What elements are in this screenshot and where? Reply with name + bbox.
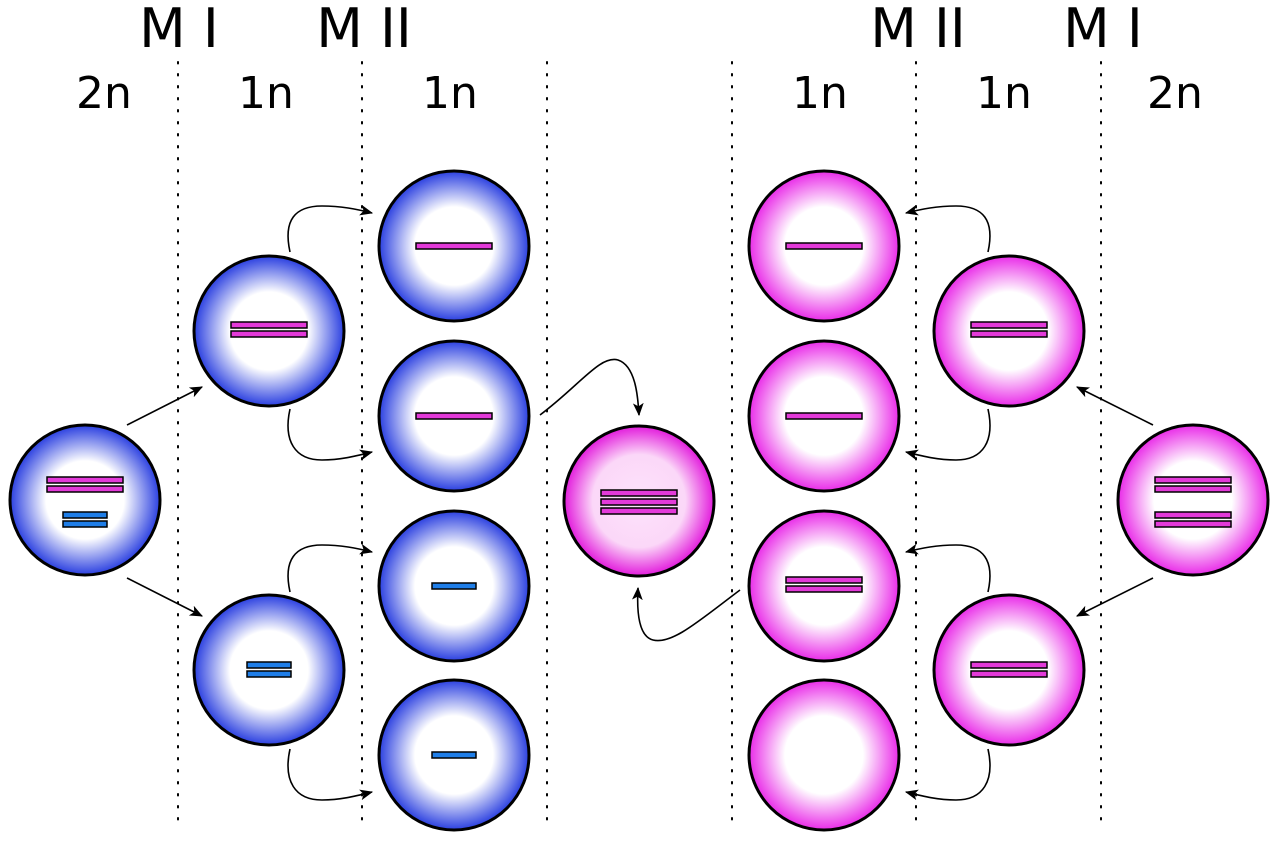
chromosome-pink: [785, 412, 863, 420]
phase-label-mii-left: M II: [316, 0, 412, 60]
phase-label-mii-right: M II: [870, 0, 966, 60]
column-guides: [177, 61, 1102, 831]
gamete-cell-blue: [377, 339, 531, 493]
ploidy-label-6: 2n: [1147, 68, 1203, 119]
chromosome-pink: [970, 661, 1048, 669]
gamete-cell-pink: [747, 678, 901, 832]
chromosome-pink: [230, 321, 308, 329]
chromosome-pink: [46, 485, 124, 493]
chromosome-pink: [970, 321, 1048, 329]
chromosome-blue: [62, 511, 108, 519]
chromosome-pink: [600, 507, 678, 515]
division-arrow: [904, 408, 991, 461]
ploidy-labels: 2n 1n 1n 1n 1n 2n: [76, 68, 1203, 119]
gamete-cell-pink: [747, 509, 901, 663]
gamete-cell-blue: [377, 678, 531, 832]
division-arrow: [287, 204, 374, 253]
chromosome-pink: [1154, 485, 1232, 493]
chromosome-pink: [970, 670, 1048, 678]
mi-cell-blue: [192, 254, 346, 408]
chromosome-pink: [46, 476, 124, 484]
chromosome-pink: [415, 412, 493, 420]
chromosome-pink: [1154, 511, 1232, 519]
division-arrow: [904, 543, 991, 593]
chromosome-pink: [415, 242, 493, 250]
fertilization-arrow: [539, 358, 644, 417]
phase-label-mi-left: M I: [139, 0, 219, 60]
phase-label-mi-right: M I: [1063, 0, 1143, 60]
zygote-cell: [562, 424, 716, 578]
phase-labels: M I M II M II M I: [139, 0, 1143, 60]
chromosome-pink: [600, 498, 678, 506]
chromosome-pink: [970, 330, 1048, 338]
chromosome-blue: [246, 670, 292, 678]
ploidy-label-1: 2n: [76, 68, 132, 119]
ploidy-label-2: 1n: [238, 68, 294, 119]
parent-cell-blue: [8, 423, 162, 577]
gamete-cell-pink: [747, 169, 901, 323]
mi-cell-pink: [932, 254, 1086, 408]
mi-cell-blue: [192, 593, 346, 747]
pink-lineage: [747, 169, 1270, 832]
division-arrow: [1076, 386, 1154, 426]
gamete-cell-blue: [377, 169, 531, 323]
ploidy-label-5: 1n: [976, 68, 1032, 119]
chromosome-pink: [1154, 476, 1232, 484]
blue-lineage: [8, 169, 531, 832]
chromosome-blue: [431, 582, 477, 590]
division-arrow: [287, 748, 374, 801]
division-arrow: [287, 543, 374, 593]
ploidy-label-3: 1n: [422, 68, 478, 119]
division-arrow: [904, 748, 991, 801]
arrows: [126, 204, 1154, 801]
mi-cell-pink: [932, 593, 1086, 747]
division-arrow: [904, 204, 991, 253]
division-arrow: [126, 386, 203, 426]
chromosome-blue: [62, 520, 108, 528]
gamete-cell-pink: [747, 339, 901, 493]
chromosome-pink: [785, 585, 863, 593]
chromosome-blue: [431, 751, 477, 759]
fertilization-arrow: [631, 586, 741, 642]
chromosome-pink: [785, 242, 863, 250]
chromosome-pink: [600, 489, 678, 497]
division-arrow: [287, 408, 374, 461]
chromosome-pink: [785, 576, 863, 584]
chromosome-pink: [230, 330, 308, 338]
chromosome-pink: [1154, 520, 1232, 528]
division-arrow: [1076, 577, 1154, 617]
chromosome-blue: [246, 661, 292, 669]
ploidy-label-4: 1n: [792, 68, 848, 119]
parent-cell-pink: [1116, 423, 1270, 577]
gamete-cell-blue: [377, 509, 531, 663]
division-arrow: [126, 577, 203, 617]
